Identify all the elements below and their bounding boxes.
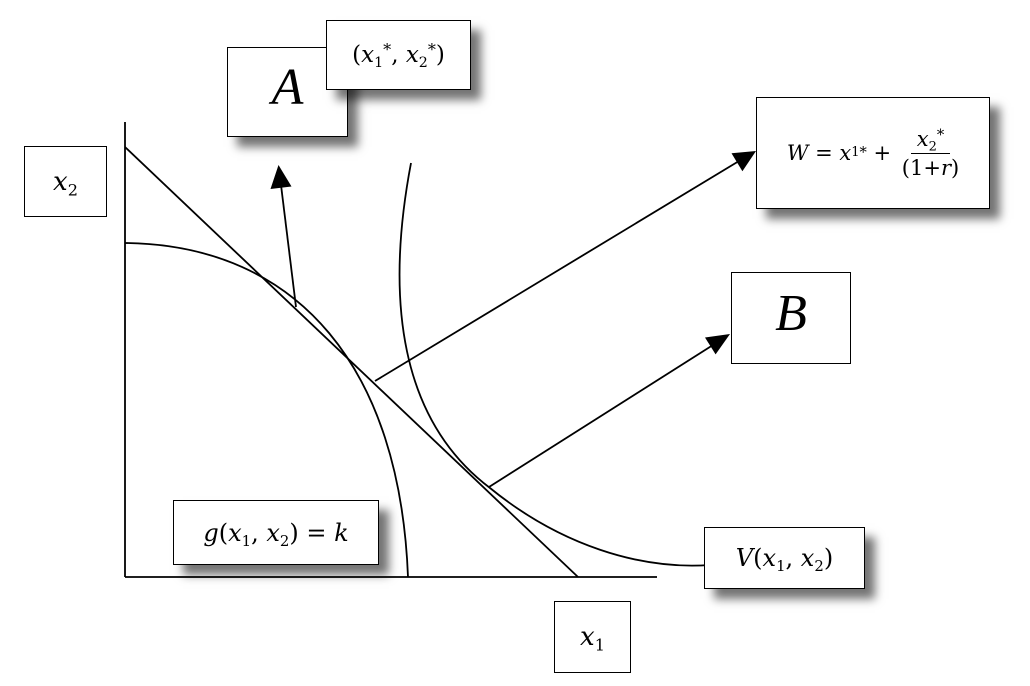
x-axis-label: x1 <box>580 622 605 655</box>
point-b-box: B <box>731 272 851 364</box>
pointer-arrow-a <box>280 184 297 308</box>
pointer-arrow-b <box>488 344 714 488</box>
point-a-label: A <box>271 59 304 116</box>
x-axis-label-box: x1 <box>554 601 631 673</box>
arrowhead-b <box>705 334 730 355</box>
constraint-label-box: g(x1, x2) = k <box>173 500 379 565</box>
y-axis-label: x2 <box>53 166 78 200</box>
wealth-fraction: x2* (1+r) <box>901 125 960 180</box>
optimum-point-box: (x1*, x2*) <box>326 20 471 90</box>
utility-label: V(x1, x2) <box>735 544 834 576</box>
budget-line <box>124 146 579 578</box>
constraint-label: g(x1, x2) = k <box>203 518 349 550</box>
arrowhead-a <box>270 165 292 189</box>
point-b-label: B <box>775 285 807 342</box>
y-axis-label-box: x2 <box>24 146 107 217</box>
indifference-curve <box>398 162 711 567</box>
transformation-curve <box>124 242 409 578</box>
optimum-point-label: (x1*, x2*) <box>352 39 445 71</box>
utility-label-box: V(x1, x2) <box>704 527 865 589</box>
pointer-arrow-w <box>374 160 740 382</box>
arrowhead-w <box>731 151 756 172</box>
